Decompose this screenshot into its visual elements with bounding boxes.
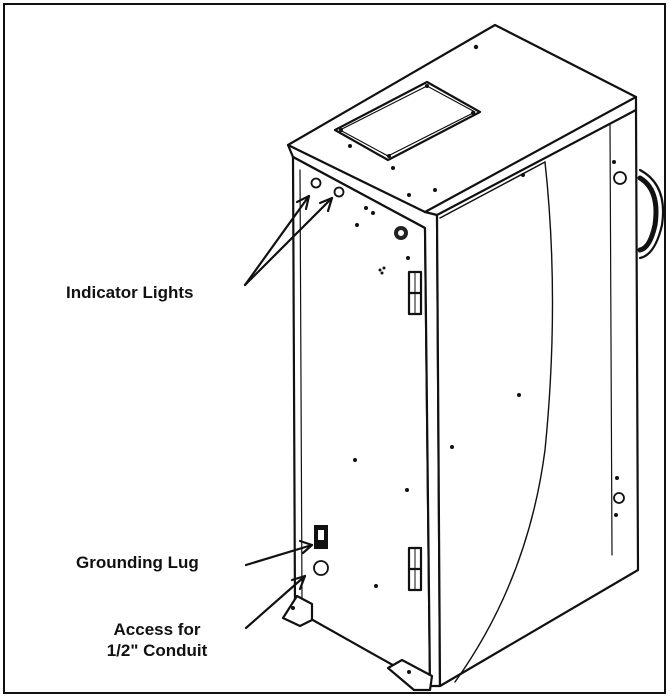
- grounding-arrow: [244, 543, 314, 567]
- rear-knockout-top: [613, 171, 627, 185]
- top-cover-plate: [333, 80, 482, 162]
- indicator-arrow-1: [243, 194, 311, 287]
- mounting-foot-left: [281, 594, 314, 628]
- conduit-access-label: Access for 1/2" Conduit: [72, 619, 242, 661]
- hinge-bottom: [407, 546, 423, 592]
- indicator-lights-label: Indicator Lights: [66, 283, 194, 302]
- conduit-access-label-line2: 1/2" Conduit: [106, 641, 208, 660]
- figure-border: [3, 3, 666, 694]
- conduit-access-label-line1: Access for: [113, 620, 201, 639]
- cabinet-right-panel: [435, 108, 640, 688]
- hinge-top: [407, 270, 423, 316]
- grounding-lug: [314, 525, 328, 549]
- rear-knockout-bottom: [613, 492, 625, 504]
- indicator-arrow-2: [243, 196, 334, 287]
- indicator-light-1: [310, 177, 322, 189]
- mounting-foot-bottom: [386, 658, 434, 692]
- access-arrow: [244, 574, 307, 630]
- indicator-light-2: [333, 186, 345, 198]
- conduit-access-hole: [313, 560, 329, 576]
- grounding-lug-label: Grounding Lug: [76, 553, 199, 572]
- cabinet-left-panel: [291, 155, 432, 688]
- panel-knob: [394, 226, 408, 240]
- rear-fitting: [638, 168, 665, 260]
